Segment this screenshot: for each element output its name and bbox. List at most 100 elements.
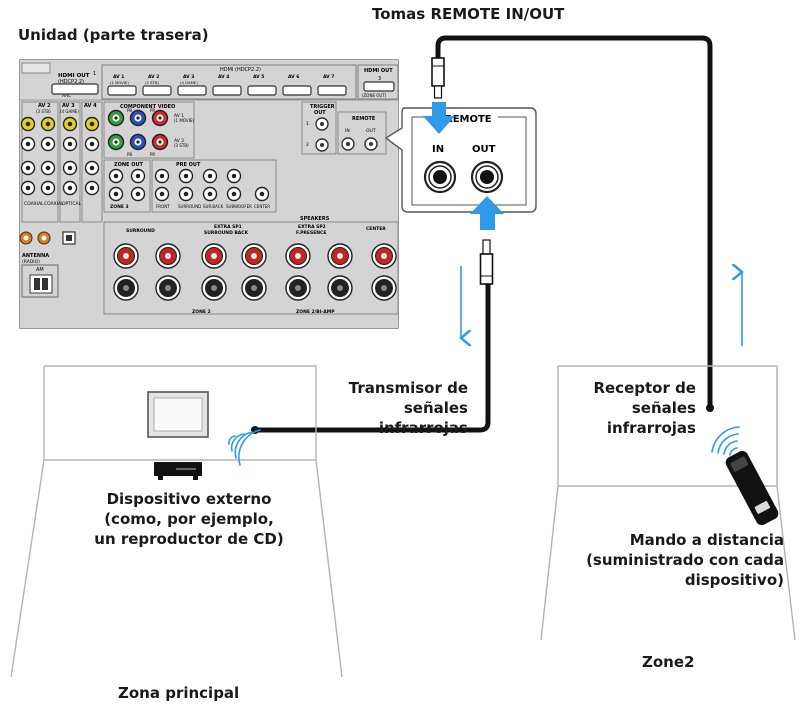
comp-av2: AV 2 xyxy=(174,138,184,144)
pre-out-label: PRE OUT xyxy=(176,162,201,168)
plug-top xyxy=(431,57,445,99)
comp-av2-sub: (3 STB) xyxy=(174,143,189,148)
hdmi-input-port[interactable] xyxy=(107,85,137,96)
comp-pb-2: PB xyxy=(127,152,132,157)
remote-control-line-2: (suministrado con cada xyxy=(586,551,784,569)
remote-small-label: REMOTE xyxy=(352,116,376,122)
ir-transmitter-line-2: señales infrarrojas xyxy=(378,399,468,437)
callout-in-label: IN xyxy=(432,144,444,155)
plug-bottom xyxy=(479,239,494,285)
extra-sp2-label: EXTRA SP2 xyxy=(298,224,326,230)
ir-transmitter-line-1: Transmisor de xyxy=(348,379,468,397)
av-jacks xyxy=(20,116,100,196)
av-columns: AV 2 AV 3 AV 4 (3 STB) (4 GAME) COAXIAL … xyxy=(19,101,103,298)
remote-control-label: Mando a distancia (suministrado con cada… xyxy=(560,530,784,590)
hdmi-input-label: AV 3 xyxy=(183,74,194,80)
antenna-label: ANTENNA xyxy=(22,253,49,259)
ir-receiver-dot xyxy=(706,404,714,412)
trigger-out-label: OUT xyxy=(314,110,326,116)
hdmi-input-label: AV 2 xyxy=(148,74,159,80)
av2-sub: (3 STB) xyxy=(36,109,51,114)
radio-label: (RADIO) xyxy=(22,259,40,265)
ir-transmitter-label: Transmisor de señales infrarrojas xyxy=(318,378,468,438)
hdmi-out-port[interactable] xyxy=(51,83,99,95)
ir-waves-zone2-icon xyxy=(711,426,740,456)
hdmi-input-sub: (4 GAME) xyxy=(180,80,198,85)
hdmi-out-num: 1 xyxy=(93,71,96,77)
hdmi-input-label: AV 1 xyxy=(113,74,124,80)
hdmi-section: HDMI OUT (HDCP2.2) 1 ARC HDMI (HDCP2.2) … xyxy=(21,62,399,100)
hdmi-input-port[interactable] xyxy=(177,85,207,96)
remote-small-out: OUT xyxy=(366,128,376,134)
ir-waves-main-icon xyxy=(228,429,261,466)
comp-pr-1: PR xyxy=(150,108,155,113)
hdmi-input-label: AV 4 xyxy=(218,74,229,80)
surround-back-label: SURROUND BACK xyxy=(204,230,249,236)
pre-out-surback: SUR.BACK xyxy=(203,204,224,209)
pre-out-center: CENTER xyxy=(254,204,270,209)
av4-label: AV 4 xyxy=(84,103,97,109)
center-speaker-label: CENTER xyxy=(366,226,386,232)
hdmi-out3-label: HDMI OUT xyxy=(364,68,393,74)
comp-pb-1: PB xyxy=(127,108,132,113)
callout-remote-title: REMOTE xyxy=(445,114,492,125)
hdmi-out3-port[interactable] xyxy=(363,81,395,92)
hdmi-input-port[interactable] xyxy=(317,85,347,96)
cable-to-remote-in xyxy=(435,35,713,409)
zone2-biamp-label: ZONE 2/BI-AMP xyxy=(296,309,335,315)
hdmi-group-label: HDMI (HDCP2.2) xyxy=(220,67,261,73)
cd-player-icon xyxy=(154,462,202,480)
trigger-remote-small: TRIGGER OUT 1 2 REMOTE IN OUT xyxy=(301,101,387,155)
component-video-label: COMPONENT VIDEO xyxy=(120,104,175,110)
am-label: AM xyxy=(36,267,44,273)
comp-av1-sub: (1 MOVIE) xyxy=(174,118,194,123)
hdmi-input-port[interactable] xyxy=(212,85,242,96)
zone2-label: Zone2 xyxy=(642,653,695,671)
coaxial-label-2: COAXIAL xyxy=(44,201,64,207)
hdmi-input-label: AV 6 xyxy=(288,74,299,80)
pre-out-surround: SURROUND xyxy=(178,204,201,209)
cable-from-remote-out xyxy=(253,281,491,433)
zone-out-label: ZONE OUT xyxy=(114,162,144,168)
av3-label: AV 3 xyxy=(62,103,75,109)
hdmi-out3-num: 3 xyxy=(378,76,381,82)
external-device-line-1: Dispositivo externo xyxy=(106,490,272,508)
pre-out-subwoofer: SUBWOOFER xyxy=(226,204,252,209)
fpresence-label: F.PRESENCE xyxy=(296,230,326,236)
comp-pr-2: PR xyxy=(150,152,155,157)
hdmi-input-port[interactable] xyxy=(142,85,172,96)
callout-out-label: OUT xyxy=(472,144,496,155)
am-terminal[interactable] xyxy=(29,274,53,294)
remote-jacks-label: Tomas REMOTE IN/OUT xyxy=(372,5,565,23)
remote-control-icon xyxy=(725,450,779,526)
arrow-out-of-out xyxy=(470,196,504,230)
ir-receiver-line-2: señales xyxy=(631,399,696,417)
hdmi-input-port[interactable] xyxy=(282,85,312,96)
arrow-into-in xyxy=(423,102,455,134)
zone2-panel-label: ZONE 2 xyxy=(192,309,211,315)
remote-control-line-3: dispositivo) xyxy=(684,571,784,589)
external-device-line-3: un reproductor de CD) xyxy=(94,530,284,548)
main-zone-room xyxy=(10,365,343,678)
external-device-line-2: (como, por ejemplo, xyxy=(104,510,274,528)
trigger-label: TRIGGER xyxy=(310,104,335,110)
trigger-1: 1 xyxy=(306,121,309,127)
hdmi-input-ports: AV 1(1 MOVIE)AV 2(2 STB)AV 3(4 GAME)AV 4… xyxy=(107,74,347,96)
main-zone-label: Zona principal xyxy=(118,684,240,702)
ir-receiver-label: Receptor de señales infrarrojas xyxy=(572,378,696,438)
hdmi-input-label: AV 7 xyxy=(323,74,334,80)
unit-rear-label: Unidad (parte trasera) xyxy=(18,26,209,44)
trigger-2: 2 xyxy=(306,142,309,148)
component-video: COMPONENT VIDEO AV 1 (1 MOVIE) AV 2 (3 S… xyxy=(103,101,195,159)
speaker-terminals: SPEAKERS SURROUND EXTRA SP1 SURROUND BAC… xyxy=(103,216,399,315)
speakers-label: SPEAKERS xyxy=(300,216,330,222)
remote-small-in: IN xyxy=(345,128,350,134)
av2-label: AV 2 xyxy=(38,103,51,109)
hdmi-out-sub: (HDCP2.2) xyxy=(58,79,84,85)
hdmi-input-port[interactable] xyxy=(247,85,277,96)
remote-control-line-1: Mando a distancia xyxy=(629,531,784,549)
hdmi-out3-sub: (ZONE OUT) xyxy=(362,93,387,98)
pre-out-front: FRONT xyxy=(156,204,170,209)
tv-icon xyxy=(147,391,209,438)
optical-label: OPTICAL xyxy=(62,201,82,207)
